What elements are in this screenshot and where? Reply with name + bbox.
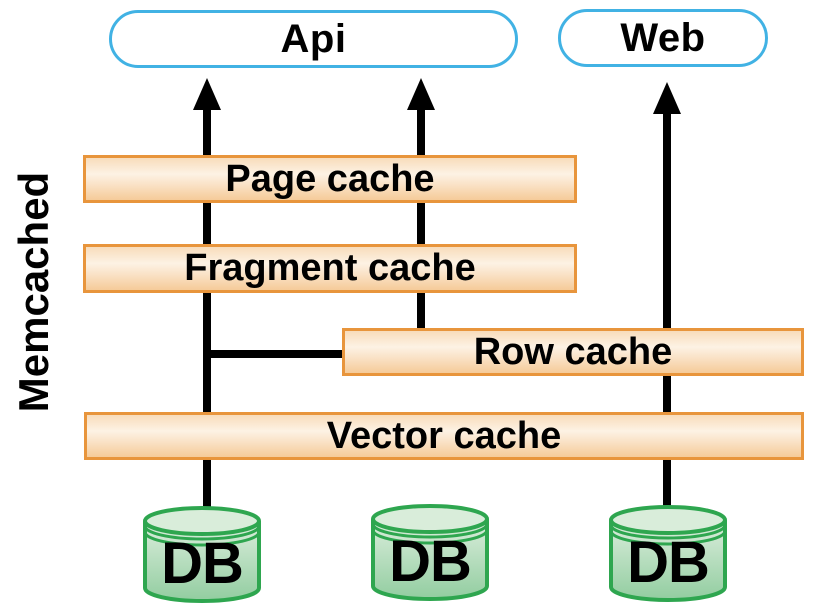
memcached-side-label: Memcached xyxy=(10,171,57,413)
node-db-2[interactable]: DB xyxy=(370,503,490,603)
node-db-3[interactable]: DB xyxy=(608,504,728,604)
node-row-cache[interactable]: Row cache xyxy=(342,328,804,376)
node-web[interactable]: Web xyxy=(558,9,768,67)
node-vector-cache[interactable]: Vector cache xyxy=(84,412,804,460)
arrowhead-api-right-icon xyxy=(407,78,435,110)
arrowhead-api-left-icon xyxy=(193,78,221,110)
arrowhead-web-icon xyxy=(653,82,681,114)
database-cylinder-icon xyxy=(143,506,261,603)
node-fragment-cache[interactable]: Fragment cache xyxy=(83,244,577,293)
row-cache-label: Row cache xyxy=(473,330,673,373)
db-1-label: DB xyxy=(161,530,244,596)
node-web-label: Web xyxy=(620,15,706,60)
node-db-1[interactable]: DB xyxy=(142,505,262,605)
node-api[interactable]: Api xyxy=(109,10,518,68)
page-cache-label: Page cache xyxy=(225,157,435,200)
database-cylinder-icon xyxy=(371,504,489,601)
db-3-label: DB xyxy=(627,529,710,595)
vector-cache-label: Vector cache xyxy=(326,414,562,457)
db-2-label: DB xyxy=(389,528,472,594)
database-cylinder-icon xyxy=(609,505,727,602)
node-page-cache[interactable]: Page cache xyxy=(83,155,577,203)
node-api-label: Api xyxy=(280,16,347,61)
fragment-cache-label: Fragment cache xyxy=(184,247,476,289)
